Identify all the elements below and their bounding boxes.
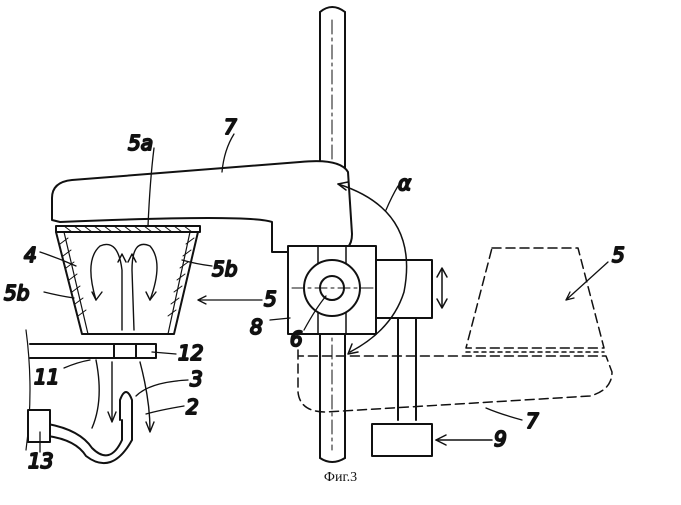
- label-3: 3: [190, 367, 203, 391]
- label-8: 8: [250, 315, 263, 339]
- label-alpha: α: [398, 171, 411, 195]
- label-11: 11: [34, 365, 59, 389]
- label-5-mid: 5: [264, 287, 277, 311]
- label-12: 12: [178, 341, 203, 365]
- label-5-right: 5: [612, 243, 625, 267]
- shell-5-lowered: [466, 248, 604, 352]
- figure-caption: Фиг.3: [0, 470, 681, 486]
- label-5a: 5a: [128, 131, 153, 155]
- label-4: 4: [24, 243, 37, 267]
- label-5b-left: 5b: [4, 281, 29, 305]
- label-5b-right: 5b: [212, 257, 237, 281]
- block-9: [372, 424, 492, 456]
- mold-shell-5: [56, 226, 200, 334]
- label-6: 6: [290, 327, 303, 351]
- side-block: [376, 260, 447, 420]
- label-7-bottom: 7: [526, 409, 539, 433]
- hub-8: [288, 246, 384, 334]
- label-2: 2: [186, 395, 199, 419]
- label-9: 9: [494, 427, 507, 451]
- label-7-top: 7: [224, 115, 237, 139]
